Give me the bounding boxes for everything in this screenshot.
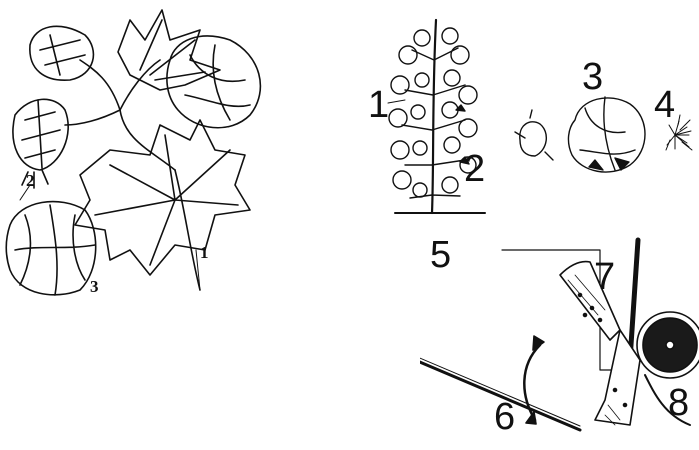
closed-boll-top (30, 26, 94, 80)
main-leaf (75, 120, 250, 275)
right-top-label-1: 1 (368, 86, 389, 124)
cotton-branch-drawing (0, 0, 280, 310)
right-bottom-label-5: 5 (430, 236, 451, 274)
left-label-1: 1 (200, 244, 209, 261)
left-label-2: 2 (26, 172, 35, 189)
stem-main (120, 110, 175, 170)
cotton-plant-stages-illustration: 1 2 3 4 (360, 0, 699, 220)
right-bottom-label-8: 8 (668, 384, 689, 422)
right-top-label-4: 4 (654, 86, 675, 124)
right-top-label-2: 2 (464, 150, 485, 188)
cotton-plant-stages-drawing (360, 0, 699, 220)
stem-upper-left (80, 60, 120, 110)
plant-stem (432, 20, 436, 213)
ginning-mechanism-drawing (420, 220, 699, 450)
boll-small (520, 122, 547, 156)
cotton-branch-illustration: 2 3 1 (0, 0, 280, 310)
right-bottom-label-7: 7 (594, 258, 615, 296)
right-bottom-label-6: 6 (494, 398, 515, 436)
leaf-cluster (414, 30, 430, 46)
right-top-label-3: 3 (582, 58, 603, 96)
open-boll-3 (568, 98, 645, 172)
left-label-3: 3 (90, 278, 99, 295)
ginning-mechanism-illustration: 5 7 6 8 (420, 220, 699, 450)
